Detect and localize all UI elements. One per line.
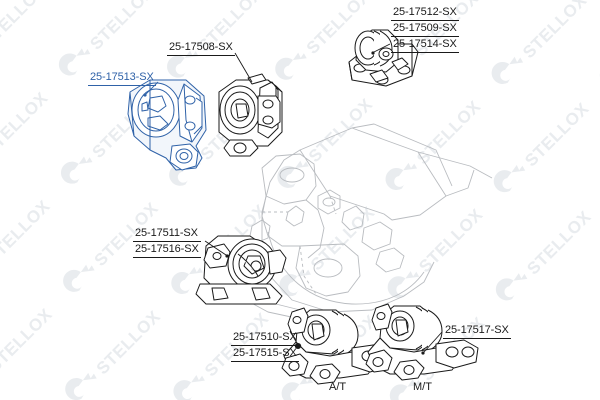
part-number: 25-17517-SX	[443, 323, 511, 339]
callout-25-17512-group[interactable]: 25-17512-SX 25-17509-SX 25-17514-SX	[391, 5, 459, 53]
callout-25-17513[interactable]: 25-17513-SX	[88, 70, 156, 86]
part-number: 25-17515-SX	[231, 346, 299, 362]
caption-mt: M/T	[413, 381, 432, 393]
part-17508	[218, 73, 283, 157]
callout-25-17510-group[interactable]: 25-17510-SX 25-17515-SX	[231, 330, 299, 362]
part-number: 25-17513-SX	[88, 70, 156, 86]
callout-25-17517[interactable]: 25-17517-SX	[443, 323, 511, 339]
part-17517-mt	[365, 303, 479, 381]
part-17513-highlighted	[127, 79, 207, 171]
part-number: 25-17510-SX	[231, 330, 299, 346]
caption-at: A/T	[329, 381, 347, 393]
callout-25-17511-group[interactable]: 25-17511-SX 25-17516-SX	[133, 226, 201, 258]
part-17511-group	[195, 235, 287, 305]
part-number: 25-17514-SX	[391, 37, 459, 53]
callout-25-17508[interactable]: 25-17508-SX	[167, 40, 235, 56]
leader-lines	[143, 43, 443, 355]
part-number: 25-17508-SX	[167, 40, 235, 56]
part-number: 25-17516-SX	[133, 242, 201, 258]
part-number: 25-17509-SX	[391, 21, 459, 37]
part-number: 25-17511-SX	[133, 226, 201, 242]
part-17512-group	[348, 29, 419, 87]
part-number: 25-17512-SX	[391, 5, 459, 21]
